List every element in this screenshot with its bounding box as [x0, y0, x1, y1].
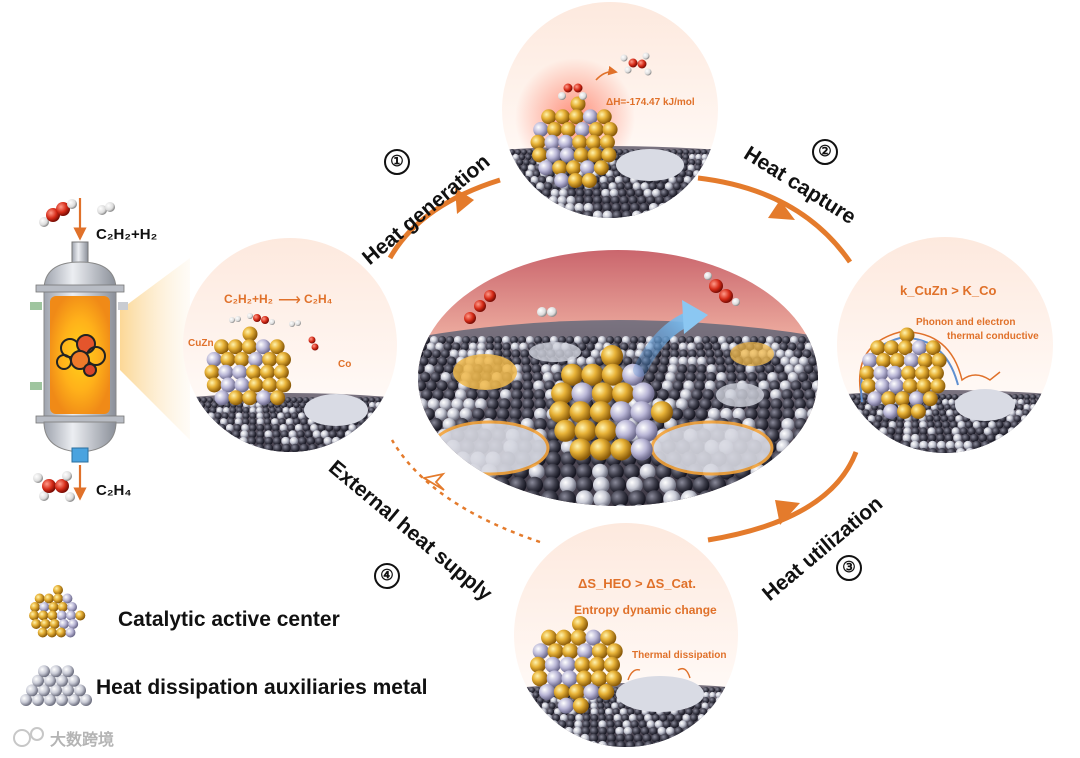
arrow-heat-generation	[387, 177, 501, 260]
zoom-cone	[120, 258, 190, 440]
center-panel	[418, 250, 818, 506]
watermark-logo-icon	[13, 727, 44, 747]
arrow-external-supply	[390, 439, 541, 544]
ethylene-molecule-icon	[33, 471, 75, 502]
right-panel	[837, 237, 1053, 453]
center-ethylene-icon	[704, 272, 740, 306]
arrow-head-external	[421, 472, 446, 491]
left-acetylene-icon	[247, 313, 319, 351]
reactor-catalyst	[56, 334, 106, 377]
watermark-text: 大数跨境	[50, 732, 115, 749]
reactor-input-formula: C₂H₂+H₂	[96, 226, 158, 243]
right-k-relation: k_CuZn > K_Co	[900, 283, 997, 298]
right-phonon-line2: thermal conductive	[947, 331, 1039, 342]
step-number-4: ④	[374, 563, 400, 589]
bottom-entropy-relation: ΔS_HEO > ΔS_Cat.	[578, 576, 697, 591]
reactor-vessel	[30, 241, 190, 463]
step-number-3: ③	[836, 555, 862, 581]
legend-catalytic-icon	[29, 585, 86, 638]
acetylene-molecule-icon	[39, 199, 77, 227]
left-reaction-arrow: ⟶	[278, 292, 301, 309]
left-product-text: C₂H₄	[304, 292, 333, 306]
top-ethylene-icon	[620, 52, 652, 76]
legend-dissipation-label: Heat dissipation auxiliaries metal	[96, 676, 428, 699]
arrow-head-utilization	[775, 500, 800, 525]
left-co-label: Co	[338, 359, 352, 370]
left-panel	[183, 238, 397, 452]
bottom-entropy-caption: Entropy dynamic change	[574, 603, 717, 617]
step-number-2: ②	[812, 139, 838, 165]
legend-dissipation-icon	[20, 665, 92, 706]
step-number-1: ①	[384, 149, 410, 175]
bottom-panel	[514, 523, 738, 747]
center-hydrogen-icon	[537, 307, 557, 317]
left-cuzn-label: CuZn	[188, 338, 214, 349]
right-phonon-line1: Phonon and electron	[916, 317, 1016, 328]
arrow-heat-capture	[697, 175, 853, 264]
arrow-head-generation	[455, 188, 474, 214]
top-acetylene-icon	[558, 83, 587, 100]
arrow-head-capture	[768, 200, 795, 220]
reactor-output-formula: C₂H₄	[96, 482, 132, 499]
hydrogen-molecule-icon	[97, 202, 115, 215]
bottom-thermal-dissipation: Thermal dissipation	[632, 650, 727, 661]
left-h2-icon	[229, 316, 301, 327]
left-reaction-text: C₂H₂+H₂	[224, 292, 274, 306]
top-panel	[502, 2, 718, 218]
center-acetylene-icon	[464, 290, 496, 324]
top-enthalpy-text: ΔH=-174.47 kJ/mol	[606, 97, 695, 108]
arrow-heat-utilization	[707, 451, 859, 543]
legend-catalytic-label: Catalytic active center	[118, 608, 340, 631]
